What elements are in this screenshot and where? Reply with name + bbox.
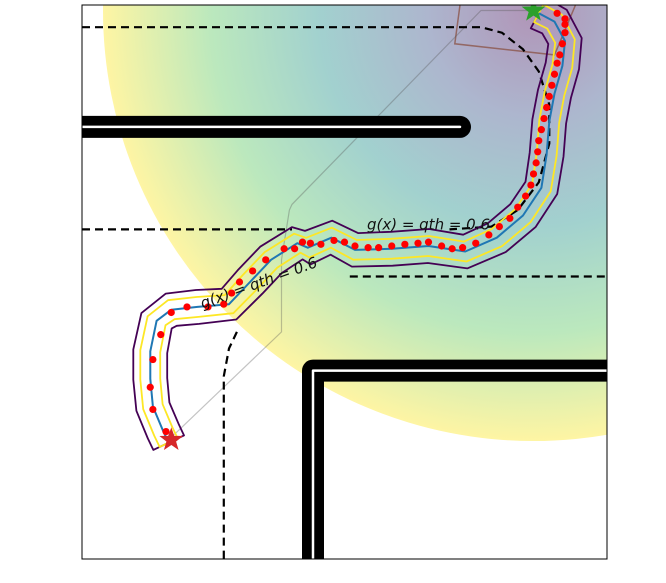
waypoint-marker	[262, 256, 270, 264]
waypoint-marker	[340, 238, 349, 246]
waypoint-marker	[364, 244, 372, 252]
goal-star-marker	[521, 5, 546, 21]
contour-label-1: g(x) = qth = 0.6	[367, 215, 490, 233]
waypoint-marker	[438, 242, 446, 250]
waypoint-marker	[414, 239, 422, 247]
waypoint-marker	[157, 331, 165, 339]
waypoint-marker	[537, 126, 545, 134]
waypoint-marker	[553, 9, 561, 17]
boundary-line-4	[222, 331, 238, 559]
contour-gth	[132, 5, 583, 451]
waypoint-marker	[561, 15, 569, 23]
waypoint-marker	[561, 20, 569, 28]
waypoint-marker	[472, 239, 480, 247]
waypoint-marker	[561, 29, 569, 37]
waypoint-marker	[375, 244, 383, 252]
waypoint-marker	[220, 300, 228, 308]
waypoint-marker	[495, 223, 503, 231]
waypoint-marker	[527, 181, 535, 189]
waypoint-marker	[149, 405, 157, 414]
value-field	[103, 5, 607, 441]
waypoint-marker	[459, 244, 467, 252]
waypoint-marker	[535, 137, 543, 145]
waypoint-marker	[534, 148, 542, 156]
waypoint-marker	[548, 81, 556, 89]
waypoint-marker	[424, 238, 433, 246]
waypoint-marker	[204, 303, 212, 311]
waypoint-marker	[291, 245, 299, 253]
waypoint-marker	[162, 427, 170, 436]
waypoint-marker	[543, 103, 551, 112]
waypoint-marker	[529, 170, 538, 178]
obstacle-centerline-2	[311, 369, 607, 559]
plot-frame	[81, 4, 608, 560]
waypoint-marker	[298, 238, 307, 246]
waypoint-marker	[545, 92, 553, 101]
waypoint-marker	[167, 308, 175, 317]
waypoint-marker	[514, 203, 522, 211]
waypoint-marker	[448, 245, 456, 253]
waypoint-marker	[317, 240, 325, 248]
waypoint-marker	[553, 59, 561, 67]
waypoint-marker	[280, 245, 288, 253]
waypoint-marker	[506, 214, 514, 222]
waypoint-marker	[558, 40, 566, 48]
waypoint-marker	[351, 242, 359, 250]
waypoint-marker	[550, 70, 559, 78]
reachable-set-outline	[168, 9, 534, 441]
waypoint-marker	[388, 242, 396, 250]
waypoint-marker	[149, 355, 157, 364]
plot-content	[82, 5, 607, 559]
waypoint-marker	[485, 231, 493, 239]
start-star-marker	[159, 427, 184, 451]
waypoint-marker	[146, 383, 154, 391]
waypoint-marker	[556, 51, 564, 59]
waypoint-marker	[235, 278, 244, 286]
waypoint-marker	[401, 240, 409, 248]
waypoint-marker	[330, 236, 338, 245]
waypoint-marker	[306, 239, 314, 247]
waypoint-marker	[249, 267, 257, 275]
waypoint-marker	[540, 114, 548, 123]
contour-qth	[139, 5, 576, 448]
waypoint-marker	[228, 289, 236, 297]
boundary-line-1	[82, 26, 551, 231]
waypoint-marker	[532, 159, 540, 167]
waypoint-marker	[183, 303, 191, 311]
waypoint-marker	[522, 192, 530, 200]
